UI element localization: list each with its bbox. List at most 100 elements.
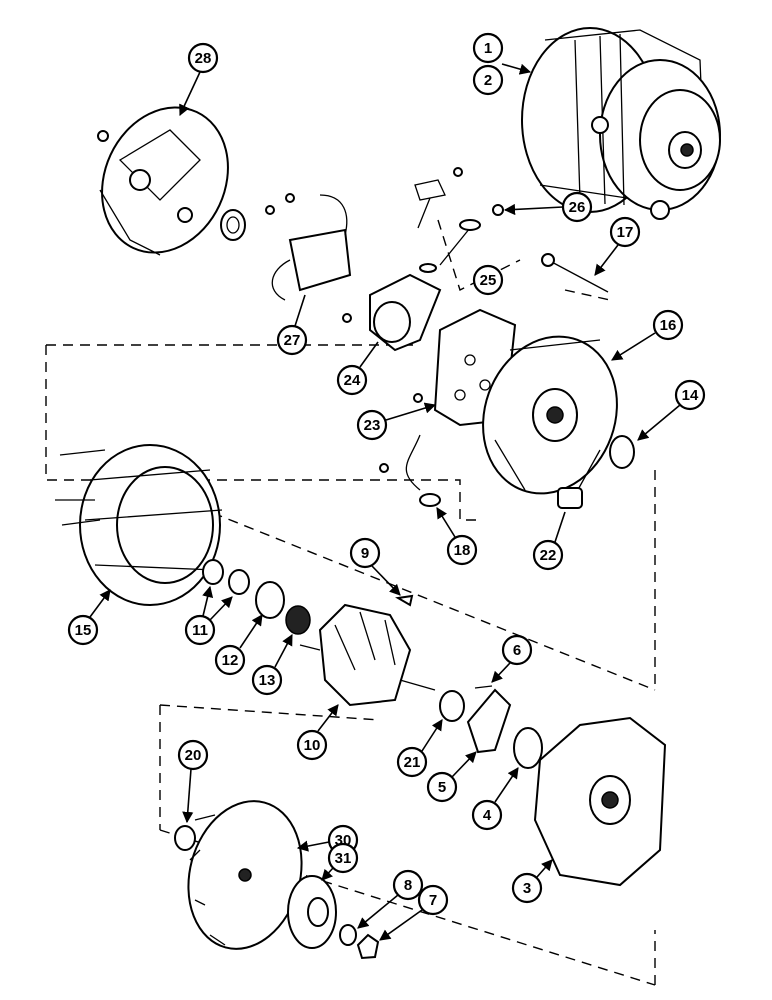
- callout-12: 12: [214, 644, 246, 676]
- callout-5: 5: [426, 771, 458, 803]
- svg-text:9: 9: [361, 545, 369, 562]
- leader-6: [491, 662, 511, 683]
- callout-8: 8: [392, 869, 424, 901]
- svg-text:1: 1: [484, 40, 492, 57]
- svg-text:26: 26: [569, 199, 586, 216]
- svg-text:11: 11: [192, 622, 208, 639]
- leader-11a: [202, 585, 214, 617]
- end-cover: [97, 106, 246, 256]
- callout-24: 24: [336, 364, 368, 396]
- leader-9: [371, 565, 401, 596]
- svg-text:4: 4: [483, 807, 492, 824]
- svg-text:24: 24: [344, 372, 361, 389]
- spacers: [202, 559, 250, 595]
- brush-holder-screws: [414, 167, 504, 273]
- svg-text:18: 18: [454, 542, 471, 559]
- leader-23: [385, 402, 437, 421]
- callout-18: 18: [446, 534, 478, 566]
- leader-12: [239, 614, 263, 649]
- leader-24: [359, 341, 379, 368]
- callout-15: 15: [67, 614, 99, 646]
- svg-text:15: 15: [75, 622, 92, 639]
- o-ring: [609, 435, 635, 469]
- bearing-retainer: [285, 605, 311, 635]
- leader-20: [182, 768, 194, 824]
- leader-4: [494, 767, 519, 803]
- svg-text:14: 14: [682, 387, 699, 404]
- callout-7: 7: [417, 884, 449, 916]
- svg-text:2: 2: [484, 72, 492, 89]
- leader-7: [379, 909, 423, 941]
- svg-text:6: 6: [513, 642, 521, 659]
- leader-14: [637, 404, 681, 441]
- callout-28: 28: [187, 42, 219, 74]
- bearing-rear: [255, 581, 285, 619]
- leader-8: [357, 894, 399, 929]
- bearing-front: [513, 727, 543, 769]
- retaining-plate: [466, 688, 512, 754]
- callout-20: 20: [177, 739, 209, 771]
- svg-text:28: 28: [195, 50, 212, 67]
- svg-text:8: 8: [404, 877, 412, 894]
- voltage-regulator: [265, 193, 352, 301]
- leader-11b: [209, 596, 233, 621]
- leader-5: [451, 751, 477, 778]
- callouts: 1 2 28 26 17 25: [67, 32, 706, 941]
- bushing: [557, 487, 583, 509]
- through-bolt: [541, 253, 609, 293]
- svg-text:25: 25: [480, 272, 497, 289]
- callout-9: 9: [349, 537, 381, 569]
- svg-text:22: 22: [540, 547, 557, 564]
- callout-17: 17: [609, 216, 641, 248]
- pulley: [287, 875, 337, 949]
- leader-21: [421, 719, 443, 752]
- svg-text:27: 27: [284, 332, 301, 349]
- drive-end-housing: [533, 716, 667, 887]
- callout-23: 23: [356, 409, 388, 441]
- svg-text:21: 21: [404, 754, 421, 771]
- callout-3: 3: [511, 872, 543, 904]
- leader-10: [317, 704, 339, 732]
- callout-2: 2: [472, 64, 504, 96]
- spacer-front: [439, 690, 465, 722]
- leader-1-2: [501, 63, 532, 75]
- callout-1: 1: [472, 32, 504, 64]
- callout-13: 13: [251, 664, 283, 696]
- leader-28: [179, 71, 201, 117]
- capacitor-lead: [379, 434, 441, 507]
- leader-26: [503, 203, 564, 216]
- callout-21: 21: [396, 746, 428, 778]
- woodruff-key: [395, 594, 414, 607]
- leader-13: [274, 634, 293, 668]
- leader-30: [296, 840, 330, 852]
- callout-31: 31: [327, 842, 359, 874]
- leader-27: [294, 294, 306, 327]
- svg-text:23: 23: [364, 417, 381, 434]
- callout-6: 6: [501, 634, 533, 666]
- callout-11: 11: [184, 614, 216, 646]
- svg-text:3: 3: [523, 880, 531, 897]
- callout-26: 26: [561, 191, 593, 223]
- callout-25: 25: [472, 264, 504, 296]
- leader-22: [554, 511, 566, 543]
- leader-31: [321, 867, 334, 881]
- alternator-assembly: [521, 27, 721, 220]
- nut: [356, 933, 380, 960]
- callout-4: 4: [471, 799, 503, 831]
- svg-text:5: 5: [438, 779, 446, 796]
- svg-text:17: 17: [617, 224, 634, 241]
- callout-16: 16: [652, 309, 684, 341]
- leader-18: [436, 507, 456, 538]
- leader-3: [536, 859, 553, 878]
- callout-22: 22: [532, 539, 564, 571]
- leader-16: [611, 332, 656, 361]
- lock-washer: [339, 924, 357, 946]
- leader-15: [89, 589, 111, 618]
- brush-box: [342, 273, 442, 352]
- svg-text:7: 7: [429, 892, 437, 909]
- callout-27: 27: [276, 324, 308, 356]
- leader-17: [594, 244, 619, 276]
- collar: [174, 825, 196, 851]
- slip-ring-housing: [482, 335, 618, 496]
